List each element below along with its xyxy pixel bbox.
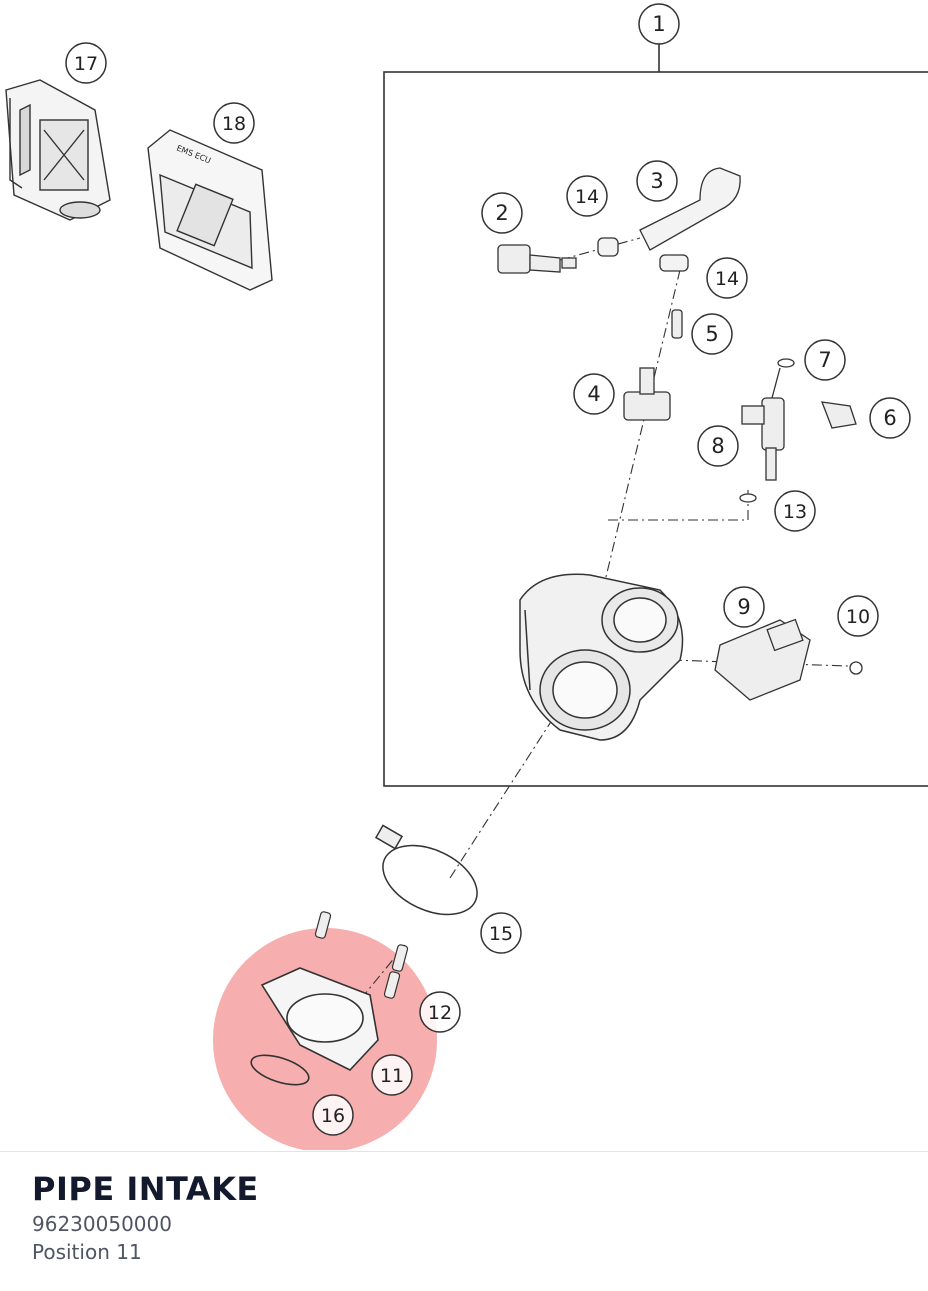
callout-number: 3 bbox=[650, 169, 663, 193]
callout-circle bbox=[636, 160, 678, 202]
callout-2: 2 bbox=[481, 192, 523, 234]
screws-component bbox=[314, 911, 409, 999]
callout-11: 11 bbox=[371, 1054, 413, 1096]
callout-number: 18 bbox=[222, 113, 246, 135]
callout-3: 3 bbox=[636, 160, 678, 202]
callout-18: 18 bbox=[213, 102, 255, 144]
exploded-parts-diagram: EMS ECU bbox=[5, 3, 928, 1150]
callout-number: 14 bbox=[715, 268, 739, 290]
callout-number: 11 bbox=[380, 1065, 404, 1087]
callout-number: 6 bbox=[883, 406, 896, 430]
callout-circle bbox=[691, 313, 733, 355]
callout-number: 2 bbox=[495, 201, 508, 225]
part-position: Position 11 bbox=[32, 1240, 142, 1264]
throttle-sensor-component bbox=[714, 618, 863, 701]
intake-pipe-component bbox=[260, 967, 379, 1071]
hose-clamp-component bbox=[374, 824, 478, 916]
assembly-frame bbox=[383, 71, 928, 787]
callout-number: 8 bbox=[711, 434, 724, 458]
callout-circle bbox=[566, 175, 608, 217]
callout-6: 6 bbox=[869, 397, 911, 439]
callout-circle bbox=[723, 586, 765, 628]
callout-number: 1 bbox=[652, 12, 665, 36]
callout-4: 4 bbox=[573, 373, 615, 415]
callout-circle bbox=[371, 1054, 413, 1096]
o-ring-component bbox=[250, 1054, 310, 1086]
callout-circle bbox=[480, 912, 522, 954]
callout-13: 13 bbox=[774, 490, 816, 532]
part-title: PIPE INTAKE bbox=[32, 1170, 259, 1208]
callout-number: 4 bbox=[587, 382, 600, 406]
callout-circle bbox=[481, 192, 523, 234]
callout-9: 9 bbox=[723, 586, 765, 628]
ecu-bracket-component bbox=[5, 79, 111, 221]
callout-number: 17 bbox=[74, 53, 98, 75]
fuel-hose-component bbox=[597, 167, 741, 272]
callout-17: 17 bbox=[65, 42, 107, 84]
callout-number: 12 bbox=[428, 1002, 452, 1024]
callout-circle bbox=[312, 1094, 354, 1136]
callout-circle bbox=[65, 42, 107, 84]
ecu-component: EMS ECU bbox=[147, 129, 273, 291]
connector-component bbox=[497, 244, 577, 274]
callout-number: 5 bbox=[705, 322, 718, 346]
callout-15: 15 bbox=[480, 912, 522, 954]
callout-14: 14 bbox=[706, 257, 748, 299]
part-info-panel: PIPE INTAKE 96230050000 Position 11 bbox=[0, 1151, 928, 1291]
callout-number: 9 bbox=[737, 595, 750, 619]
pressure-sensor-component bbox=[623, 309, 683, 421]
callout-number: 13 bbox=[783, 501, 807, 523]
callout-number: 7 bbox=[818, 348, 831, 372]
callout-number: 14 bbox=[575, 186, 599, 208]
callout-circle bbox=[638, 3, 680, 45]
throttle-body-component bbox=[519, 573, 684, 741]
callout-circle bbox=[213, 102, 255, 144]
callout-12: 12 bbox=[419, 991, 461, 1033]
callout-circle bbox=[419, 991, 461, 1033]
callout-5: 5 bbox=[691, 313, 733, 355]
callout-circle bbox=[837, 595, 879, 637]
callout-14: 14 bbox=[566, 175, 608, 217]
callout-circle bbox=[804, 339, 846, 381]
callout-7: 7 bbox=[804, 339, 846, 381]
callout-16: 16 bbox=[312, 1094, 354, 1136]
part-number: 96230050000 bbox=[32, 1212, 172, 1236]
callout-1: 1 bbox=[638, 3, 680, 45]
callout-circle bbox=[697, 425, 739, 467]
injector-component bbox=[739, 358, 857, 503]
callout-8: 8 bbox=[697, 425, 739, 467]
callout-10: 10 bbox=[837, 595, 879, 637]
callout-circle bbox=[869, 397, 911, 439]
callout-number: 10 bbox=[846, 606, 870, 628]
callout-circle bbox=[774, 490, 816, 532]
callout-number: 15 bbox=[489, 923, 513, 945]
callout-circle bbox=[573, 373, 615, 415]
callout-circle bbox=[706, 257, 748, 299]
callout-number: 16 bbox=[321, 1105, 345, 1127]
